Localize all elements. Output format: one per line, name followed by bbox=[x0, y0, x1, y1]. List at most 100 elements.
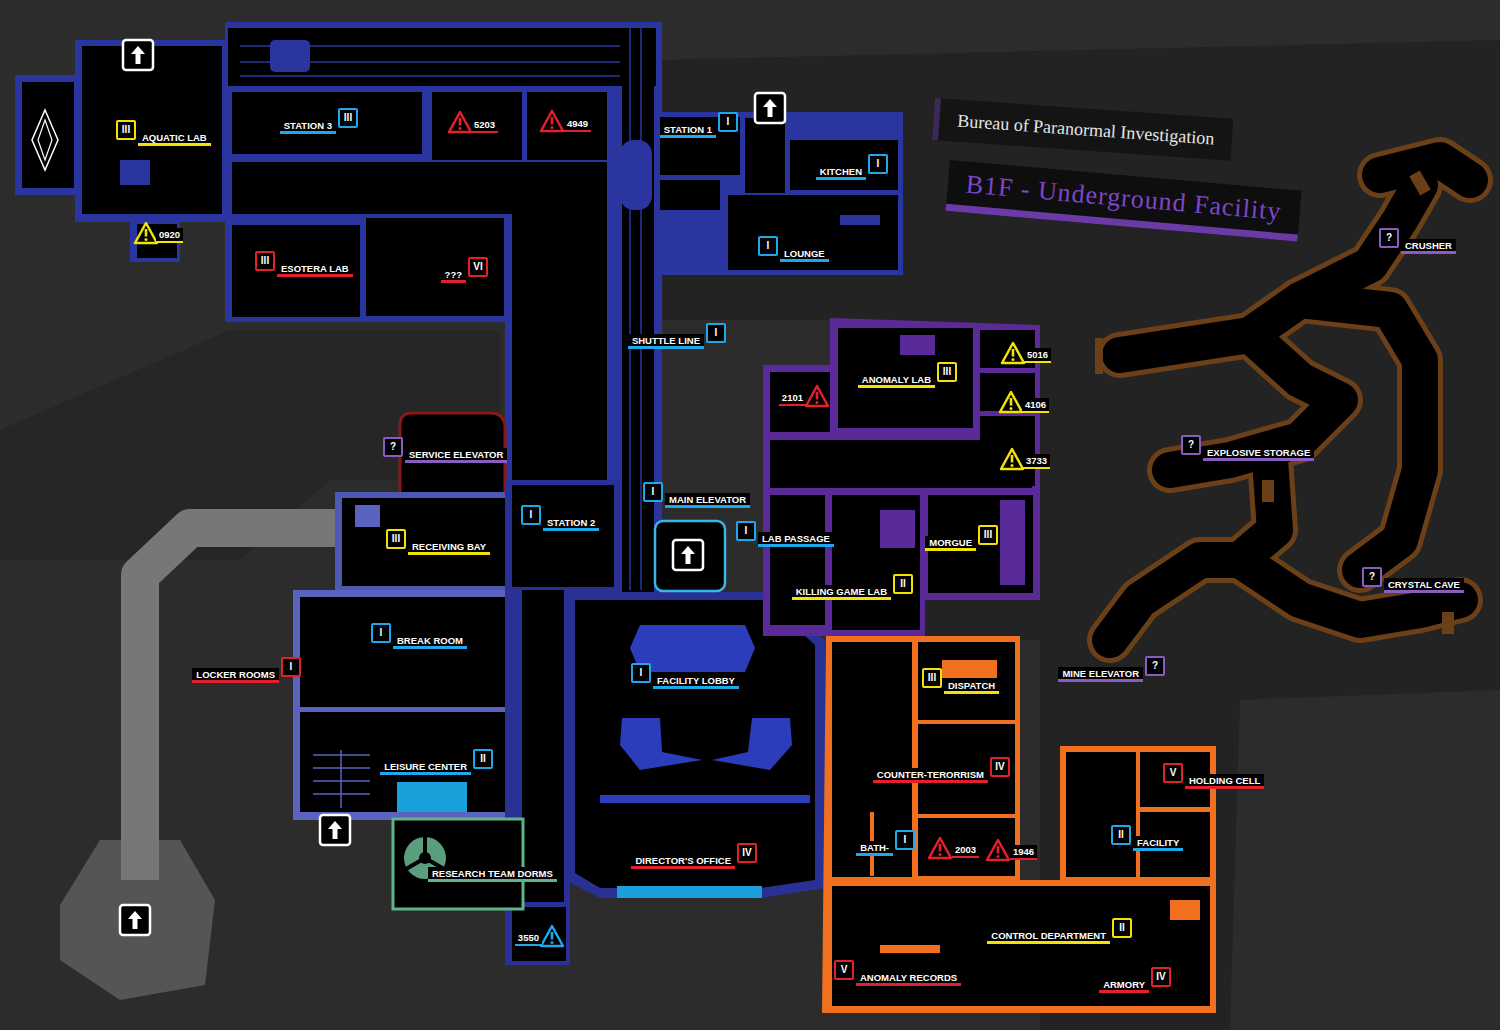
stairs-up-icon bbox=[120, 40, 785, 935]
rank-badge: I bbox=[643, 482, 663, 502]
room-tag: ESOTERA LABIII bbox=[255, 251, 353, 277]
rank-badge: ? bbox=[1181, 435, 1201, 455]
facility-lobby bbox=[712, 718, 792, 770]
room-name: SHUTTLE LINE bbox=[628, 334, 704, 349]
hazard-number: 5203 bbox=[471, 118, 498, 133]
room-name: LEISURE CENTER bbox=[380, 760, 471, 775]
rank-badge: ? bbox=[1379, 228, 1399, 248]
room-name: LOUNGE bbox=[780, 247, 829, 262]
warning-icon bbox=[135, 223, 157, 243]
west-block bbox=[313, 750, 370, 808]
north-wing bbox=[240, 61, 620, 63]
lab-wing bbox=[763, 318, 1040, 636]
security-wing bbox=[918, 818, 1015, 876]
room-tag: FACILITYII bbox=[1111, 825, 1183, 851]
east-quarters bbox=[728, 195, 898, 270]
room-name: KILLING GAME LAB bbox=[792, 585, 891, 600]
north-wing bbox=[38, 120, 52, 160]
room-name: HOLDING CELL bbox=[1185, 774, 1264, 789]
lab-wing bbox=[763, 318, 1040, 636]
lab-wing bbox=[838, 328, 973, 428]
hazard-number: 2003 bbox=[952, 843, 979, 858]
room-name: STATION 2 bbox=[543, 516, 599, 531]
mine-tunnels bbox=[1262, 480, 1274, 502]
rank-badge: III bbox=[338, 108, 358, 128]
lab-wing bbox=[770, 372, 830, 432]
rank-badge: ? bbox=[1362, 567, 1382, 587]
security-wing bbox=[918, 642, 1015, 720]
room-name: FACILITY LOBBY bbox=[653, 674, 739, 689]
rank-badge: II bbox=[473, 749, 493, 769]
north-wing bbox=[432, 92, 522, 160]
north-wing bbox=[620, 140, 652, 210]
room-name: SERVICE ELEVATOR bbox=[405, 448, 507, 463]
hazard-number: 2101 bbox=[779, 391, 806, 406]
lab-wing bbox=[770, 495, 825, 625]
room-tag: LOCKER ROOMSI bbox=[192, 657, 301, 683]
mine-tunnels bbox=[1170, 335, 1340, 470]
north-wing bbox=[622, 28, 654, 594]
rank-badge: V bbox=[1163, 763, 1183, 783]
rank-badge: I bbox=[371, 623, 391, 643]
north-wing bbox=[22, 82, 74, 188]
rank-badge: I bbox=[736, 521, 756, 541]
lab-wing bbox=[832, 495, 920, 630]
room-name: BATH- bbox=[856, 841, 893, 856]
room-tag: KILLING GAME LABII bbox=[792, 574, 913, 600]
room-name: ANOMALY RECORDS bbox=[856, 971, 961, 986]
west-block bbox=[335, 492, 520, 592]
warning-icon bbox=[987, 840, 1009, 860]
warning-icon bbox=[541, 111, 563, 131]
room-name: DISPATCH bbox=[944, 679, 999, 694]
warning-icon bbox=[806, 386, 828, 406]
room-name: LAB PASSAGE bbox=[758, 532, 834, 547]
north-wing bbox=[366, 218, 504, 316]
warning-icon bbox=[1000, 392, 1022, 412]
room-tag: LOUNGEI bbox=[758, 236, 829, 262]
room-tag: KITCHENI bbox=[816, 154, 888, 180]
room-tag: DISPATCHIII bbox=[922, 668, 999, 694]
room-name: KITCHEN bbox=[816, 165, 866, 180]
room-tag: ANOMALY RECORDSV bbox=[834, 960, 961, 986]
security-wing bbox=[832, 886, 1210, 1006]
room-tag: AQUATIC LABIII bbox=[116, 120, 211, 146]
room-name: ESOTERA LAB bbox=[277, 262, 353, 277]
room-name: STATION 3 bbox=[280, 119, 336, 134]
north-wing bbox=[15, 22, 662, 600]
west-block bbox=[355, 505, 380, 527]
hazard-number: 1946 bbox=[1010, 845, 1037, 860]
west-block bbox=[393, 819, 523, 909]
room-name: MORGUE bbox=[925, 536, 976, 551]
north-wing bbox=[270, 40, 310, 72]
rank-badge: III bbox=[922, 668, 942, 688]
lab-wing bbox=[880, 510, 915, 548]
room-name: RESEARCH TEAM DORMS bbox=[428, 867, 557, 882]
north-wing bbox=[32, 110, 58, 170]
facility-lobby bbox=[617, 886, 762, 898]
security-wing bbox=[880, 945, 940, 953]
floor-subtitle: B1F - Underground Facility bbox=[946, 160, 1302, 242]
warning-icon bbox=[929, 838, 951, 858]
rank-badge: I bbox=[868, 154, 888, 174]
mine-tunnels bbox=[1380, 160, 1470, 180]
west-block bbox=[510, 905, 568, 963]
room-tag: SHUTTLE LINEI bbox=[628, 323, 726, 349]
west-block bbox=[406, 836, 444, 869]
rank-badge: II bbox=[1111, 825, 1131, 845]
room-tag: BATH-I bbox=[856, 830, 915, 856]
room-name: CRUSHER bbox=[1401, 239, 1456, 254]
room-tag: MINE ELEVATOR? bbox=[1058, 656, 1165, 682]
security-wing bbox=[822, 636, 1216, 1013]
east-quarters bbox=[660, 180, 720, 210]
facility-lobby bbox=[575, 600, 815, 888]
room-name: ANOMALY LAB bbox=[858, 373, 935, 388]
room-name: AQUATIC LAB bbox=[138, 131, 211, 146]
rank-badge: IV bbox=[1151, 967, 1171, 987]
north-wing bbox=[240, 75, 620, 77]
room-tag: RESEARCH TEAM DORMS bbox=[428, 867, 557, 882]
north-wing bbox=[640, 28, 642, 590]
warning-icon bbox=[1001, 449, 1023, 469]
room-name: BREAK ROOM bbox=[393, 634, 467, 649]
